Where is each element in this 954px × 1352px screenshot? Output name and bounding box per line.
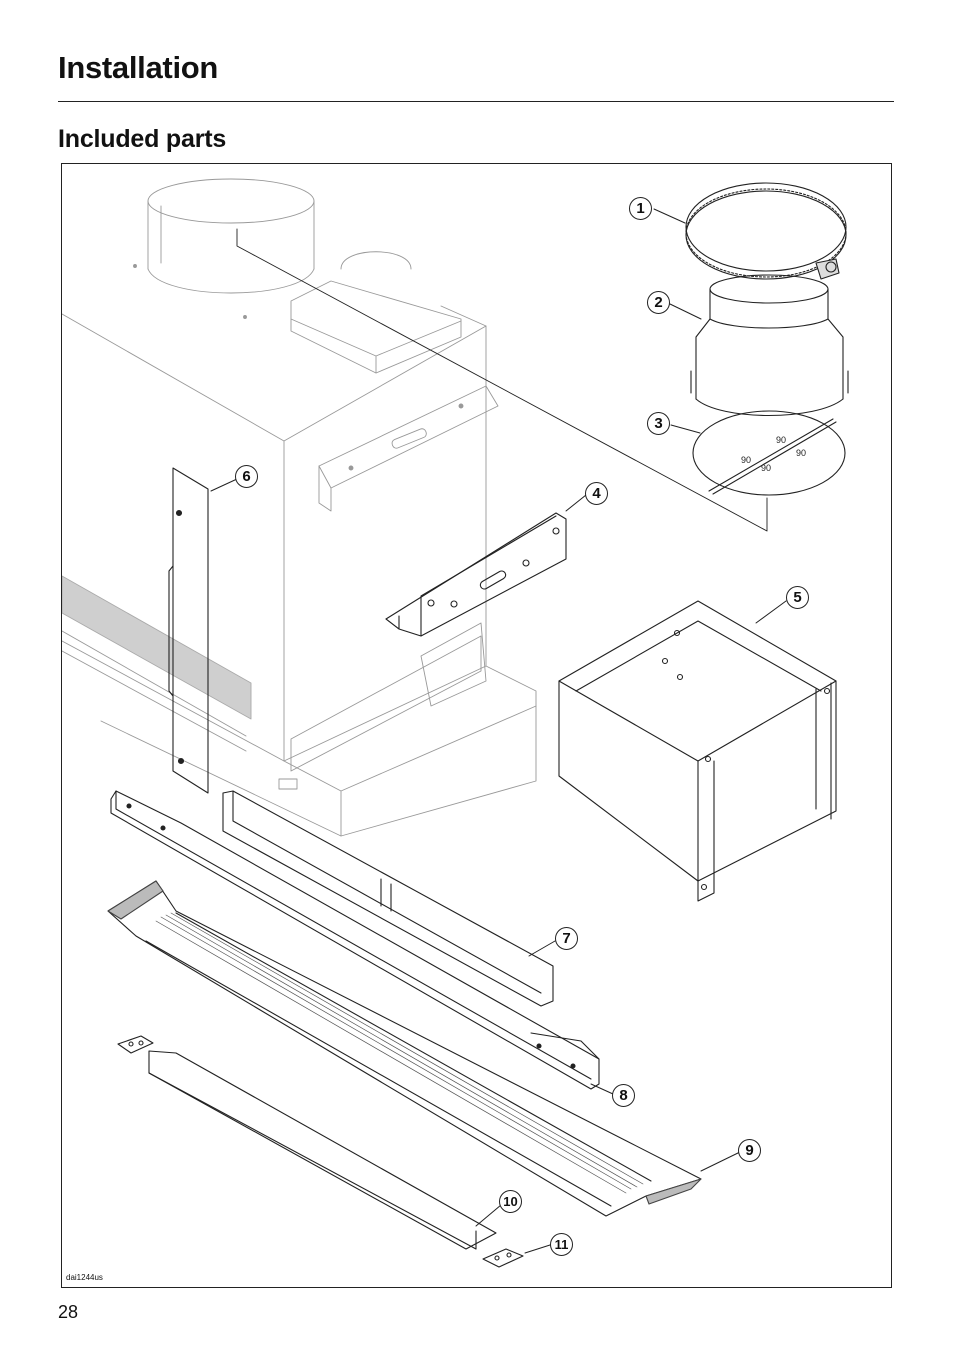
section-heading: Included parts: [58, 125, 227, 153]
svg-text:90: 90: [741, 455, 751, 465]
part-11-clips: [117, 1035, 524, 1268]
part-5-box: [558, 600, 837, 902]
callout-3: 3: [647, 412, 670, 435]
parts-drawing: 90 90 90 90: [62, 178, 849, 1268]
part-2-adapter: [690, 274, 849, 416]
title-divider: [58, 101, 894, 102]
part-9-tray: [107, 880, 702, 1217]
page-title: Installation: [58, 50, 219, 85]
callout-9: 9: [738, 1139, 761, 1162]
svg-text:90: 90: [761, 463, 771, 473]
callout-2: 2: [647, 291, 670, 314]
callout-4: 4: [585, 482, 608, 505]
part-6-strip: [168, 467, 209, 794]
part-7-channel: [222, 790, 554, 1007]
callout-5: 5: [786, 586, 809, 609]
callout-8: 8: [612, 1084, 635, 1107]
part-8-rail: [110, 790, 600, 1090]
page-number: 28: [58, 1302, 79, 1322]
parts-illustration: 90 90 90 90: [61, 163, 892, 1288]
part-1-clamp: [685, 182, 847, 280]
figure-code: dai1244us: [66, 1273, 103, 1282]
svg-text:90: 90: [776, 435, 786, 445]
part-3-damper: 90 90 90 90: [692, 410, 846, 496]
svg-text:90: 90: [796, 448, 806, 458]
callout-11: 11: [550, 1233, 573, 1256]
callout-1: 1: [629, 197, 652, 220]
callout-7: 7: [555, 927, 578, 950]
hood-ghost: [62, 178, 537, 837]
callout-10: 10: [499, 1190, 522, 1213]
callout-6: 6: [235, 465, 258, 488]
part-10-angle: [148, 1050, 497, 1250]
callouts: [210, 208, 787, 1254]
part-4-bracket: [385, 512, 567, 637]
duct-leader-line: [236, 228, 768, 532]
